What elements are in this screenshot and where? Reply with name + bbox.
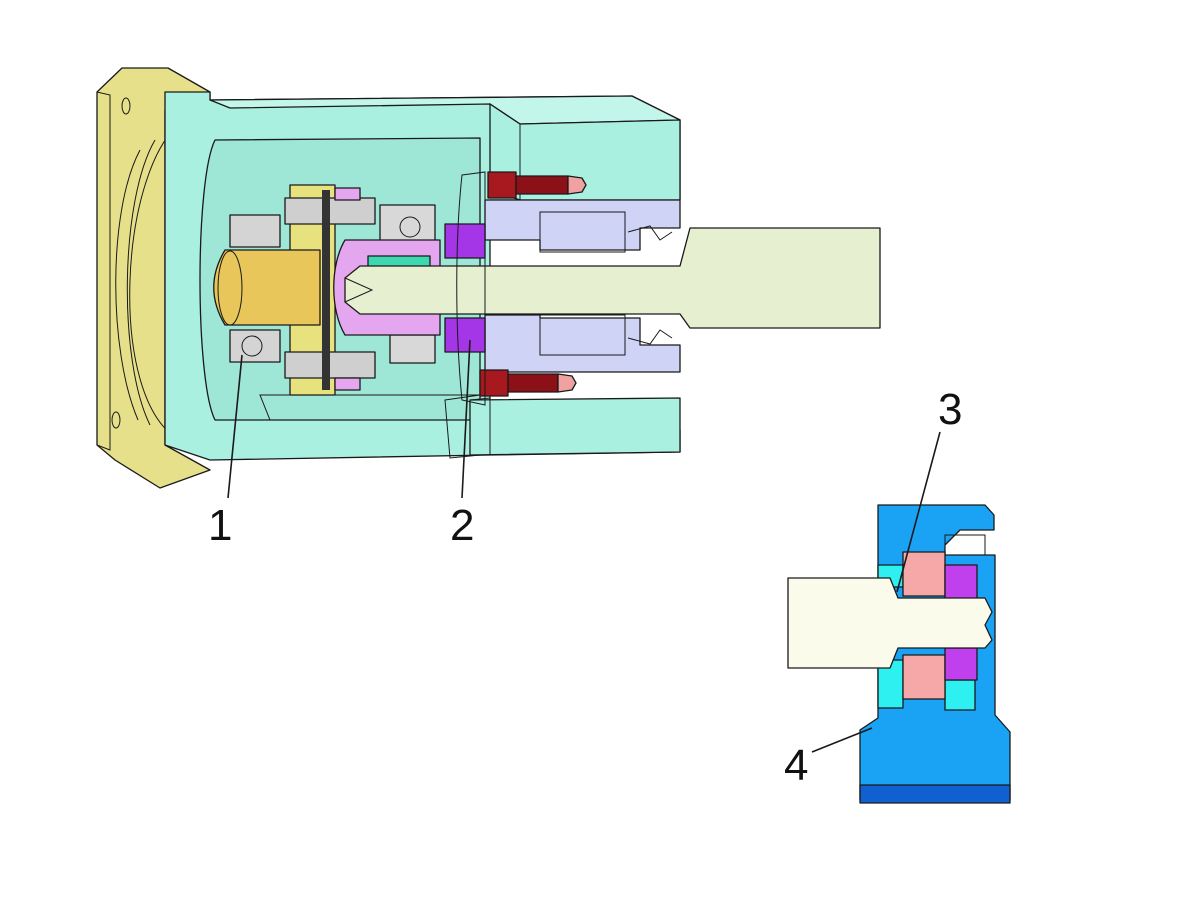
- callouts: 1 2 3 4: [208, 385, 962, 790]
- spacer-ring-bottom: [444, 317, 486, 353]
- output-shaft: [344, 227, 881, 329]
- input-bearing-bottom: [229, 329, 281, 363]
- callout-4: 4: [784, 741, 808, 790]
- flange-recess-arc-inner-2: [115, 149, 141, 421]
- detail-view-section: [787, 504, 1011, 804]
- callout-3: 3: [938, 385, 962, 434]
- leader-line-3: [896, 431, 941, 593]
- shaft-center-tip: [344, 277, 374, 303]
- carrier-hub-face: [217, 250, 243, 326]
- housing-bore-wall: [456, 171, 486, 406]
- carrier-disk: [322, 190, 330, 390]
- detail-bearing-bottom: [902, 654, 946, 700]
- screw-shank-top: [515, 175, 569, 195]
- output-bearing-top: [484, 199, 681, 251]
- screw-head-bottom: [479, 369, 509, 397]
- leader-line-1: [227, 354, 243, 499]
- planet-block-top: [379, 204, 436, 244]
- screw-shank-bottom: [507, 373, 559, 393]
- detail-housing-base: [859, 784, 1011, 804]
- flange-bolt-hole-bottom: [111, 411, 121, 429]
- detail-cyan-ring-right: [944, 679, 976, 711]
- planet-block-bottom: [389, 334, 436, 364]
- bearing-ball-bottom: [241, 335, 263, 357]
- leader-line-2: [461, 339, 471, 499]
- flange-recess-arc-inner: [126, 139, 156, 426]
- spacer-ring-top: [444, 223, 486, 259]
- callout-1: 1: [208, 501, 232, 550]
- housing-lower-block: [469, 397, 681, 456]
- detail-bearing-top: [902, 551, 946, 597]
- housing-lower-block-shade: [469, 397, 491, 456]
- leader-line-4: [811, 727, 873, 753]
- sun-gear-top-lip: [334, 187, 361, 201]
- detail-spacer-top: [944, 564, 978, 601]
- screw-tip-bottom: [557, 373, 577, 393]
- planet-ball-top: [399, 216, 421, 238]
- seal-lip-bottom: [627, 329, 673, 345]
- bearing-race-bottom: [539, 314, 626, 356]
- flange-bolt-hole-top: [121, 97, 131, 115]
- input-bearing-top: [229, 214, 281, 248]
- leader-lines: [227, 339, 941, 753]
- planet-carrier-hub: [213, 249, 321, 326]
- detail-spacer-bottom: [944, 647, 978, 681]
- main-assembly-section: [96, 67, 881, 489]
- detail-shaft: [787, 577, 993, 669]
- flange-face-shade: [96, 91, 111, 451]
- callout-2: 2: [450, 501, 474, 550]
- seal-lip-top: [627, 225, 673, 241]
- bearing-race-top: [539, 211, 626, 253]
- screw-head-top: [487, 171, 517, 199]
- screw-tip-top: [567, 175, 587, 195]
- detail-housing-slot: [944, 534, 986, 556]
- sun-gear-bottom-lip: [334, 377, 361, 391]
